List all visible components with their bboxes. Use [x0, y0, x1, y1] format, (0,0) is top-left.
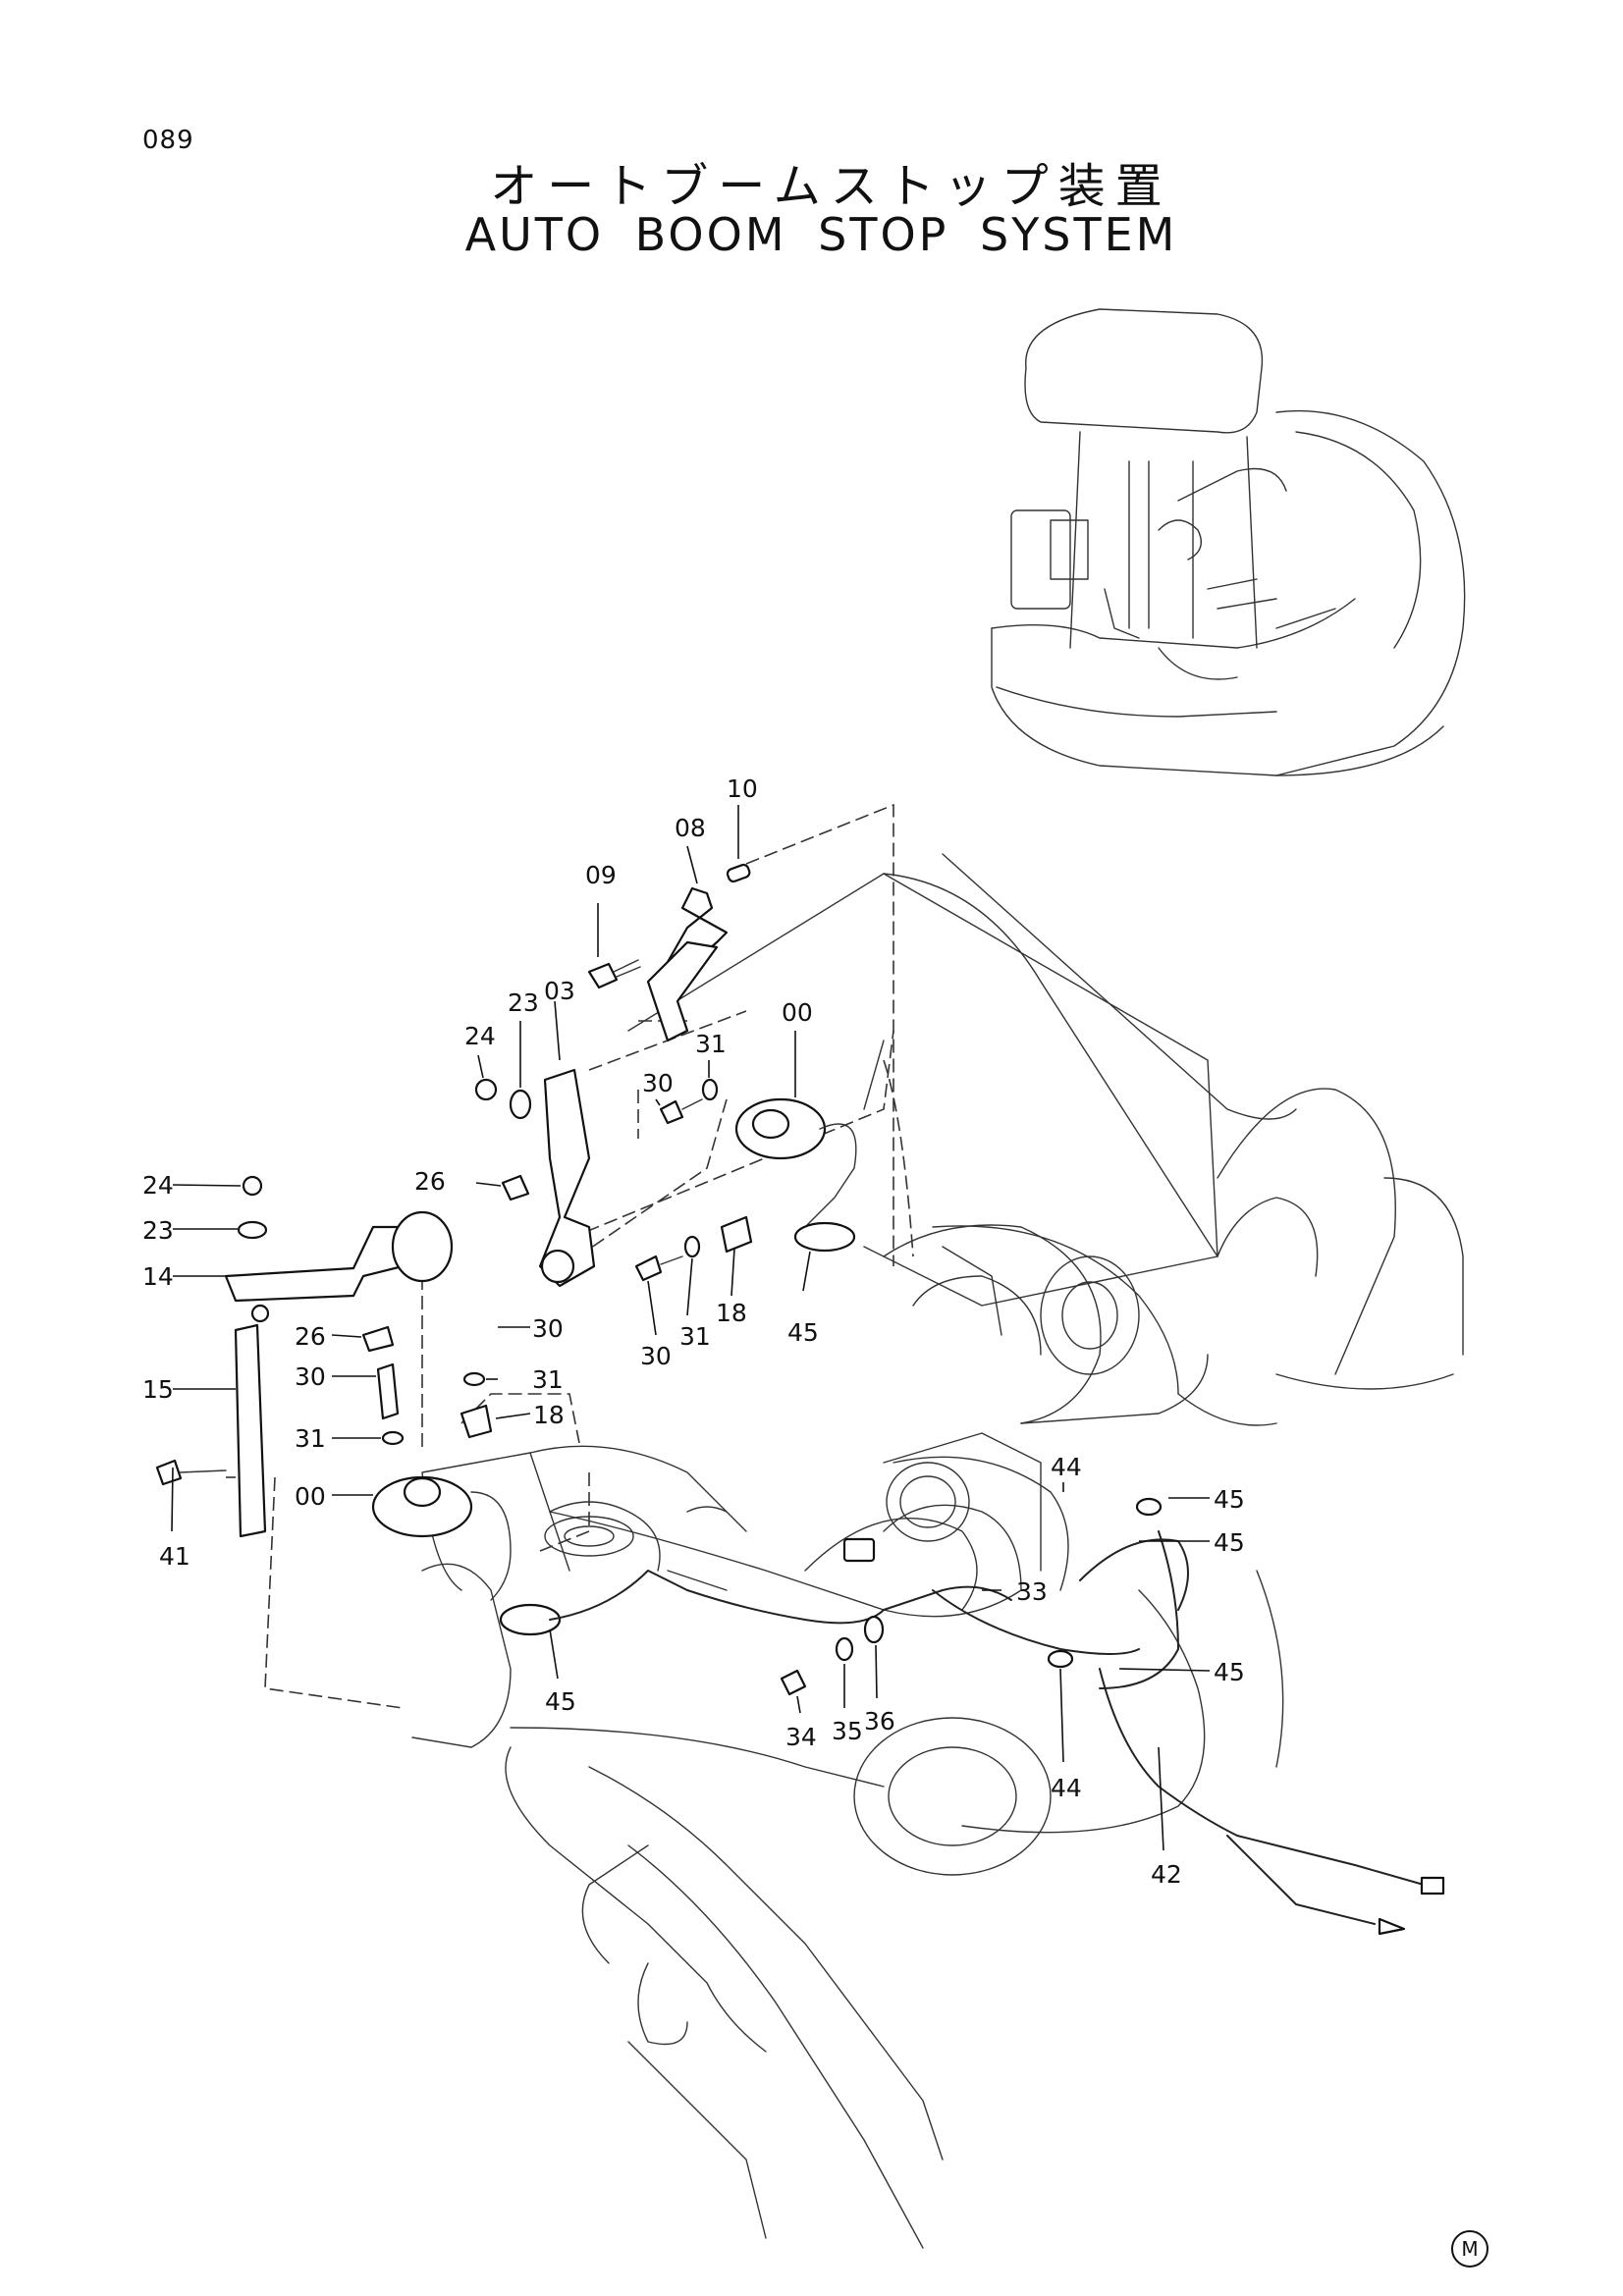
callout-10: 10 — [727, 774, 758, 803]
parts — [155, 863, 1445, 1936]
callout-35: 35 — [832, 1717, 863, 1745]
callout-31: 31 — [679, 1322, 711, 1351]
callout-18: 18 — [533, 1401, 565, 1429]
callout-23: 23 — [508, 988, 539, 1017]
callout-09: 09 — [585, 861, 617, 889]
corner-mark: M — [1451, 2230, 1488, 2268]
callout-08: 08 — [675, 814, 706, 842]
callout-45: 45 — [1214, 1485, 1245, 1514]
callout-26: 26 — [295, 1322, 326, 1351]
callout-36: 36 — [864, 1707, 895, 1735]
machine-frame — [411, 853, 1464, 2249]
page-number: 089 — [142, 126, 194, 155]
callout-18: 18 — [716, 1299, 747, 1327]
title-english: AUTO BOOM STOP SYSTEM — [464, 208, 1178, 261]
callout-24: 24 — [464, 1022, 496, 1050]
callout-33: 33 — [1016, 1577, 1048, 1606]
callout-03: 03 — [544, 977, 575, 1005]
callout-30: 30 — [640, 1342, 672, 1370]
callout-23: 23 — [142, 1216, 174, 1245]
callout-26: 26 — [414, 1167, 446, 1196]
leader-lines — [171, 805, 1211, 1851]
title-japanese: オートブームストップ装置 — [490, 159, 1172, 214]
inset-machine-view — [991, 308, 1466, 776]
callout-labels: 10 08 09 23 03 24 00 31 30 26 24 23 14 2… — [142, 774, 1245, 1889]
callout-41: 41 — [159, 1542, 190, 1571]
callout-44: 44 — [1051, 1453, 1082, 1481]
callout-00: 00 — [782, 998, 813, 1027]
callout-30: 30 — [532, 1314, 564, 1343]
callout-31: 31 — [532, 1365, 564, 1394]
callout-14: 14 — [142, 1262, 174, 1291]
callout-30: 30 — [295, 1362, 326, 1391]
callout-44: 44 — [1051, 1774, 1082, 1802]
callout-45: 45 — [1214, 1658, 1245, 1686]
callout-31: 31 — [295, 1424, 326, 1453]
callout-31: 31 — [695, 1030, 727, 1058]
callout-24: 24 — [142, 1171, 174, 1200]
callout-15: 15 — [142, 1375, 174, 1404]
callout-42: 42 — [1151, 1860, 1182, 1889]
callout-34: 34 — [785, 1723, 817, 1751]
callout-00: 00 — [295, 1482, 326, 1511]
callout-45: 45 — [787, 1318, 819, 1347]
callout-45: 45 — [1214, 1528, 1245, 1557]
callout-30: 30 — [642, 1069, 674, 1097]
callout-45: 45 — [545, 1687, 576, 1716]
